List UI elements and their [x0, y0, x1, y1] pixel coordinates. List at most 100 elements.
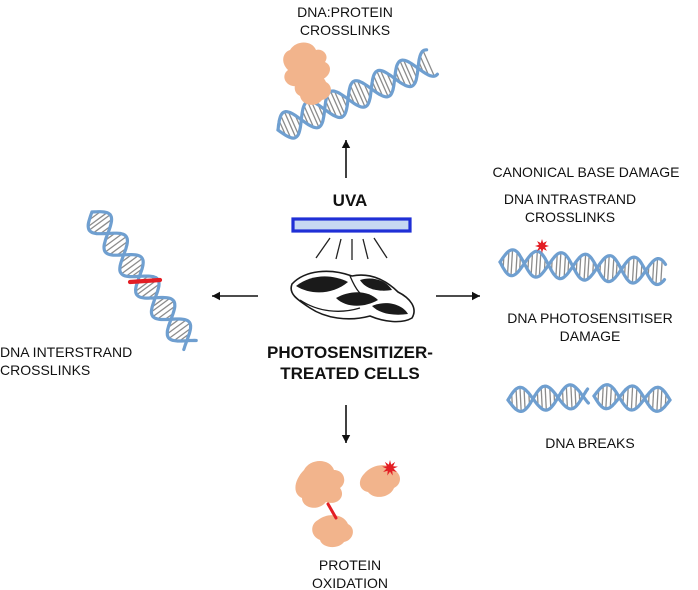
- arrow-up: [341, 140, 351, 178]
- dna-base-pair: [605, 384, 608, 409]
- dna-base-pair: [660, 388, 663, 411]
- dna-base-pair: [570, 384, 573, 409]
- photosensitiser-damage-label: DNA PHOTOSENSITISER DAMAGE: [495, 309, 685, 345]
- protein-oxidation-label-line1: PROTEIN: [318, 557, 382, 573]
- arrow-left: [212, 291, 258, 301]
- dna-base-pair: [601, 385, 604, 408]
- dna-base-pair: [125, 263, 144, 277]
- dna-base-pair: [109, 241, 128, 256]
- dna-base-pair: [103, 233, 123, 248]
- dna-strand: [276, 58, 439, 140]
- protein-oxidation-label: PROTEIN OXIDATION: [300, 556, 400, 590]
- dna-strand: [592, 384, 672, 413]
- base-damage-marker: [535, 239, 549, 253]
- dna-base-pair: [635, 387, 638, 409]
- dna-base-pair: [280, 115, 292, 138]
- dna-base-pair: [535, 251, 538, 278]
- dna-base-pair: [609, 386, 613, 408]
- dna-base-pair: [519, 387, 522, 412]
- dna-strand: [506, 383, 590, 412]
- cell-nucleus: [372, 303, 408, 315]
- shape-layer: [127, 42, 549, 548]
- cell-nucleus: [336, 292, 378, 306]
- interstrand-label-line2: CROSSLINKS: [0, 362, 91, 378]
- uva-ray: [335, 238, 342, 260]
- cell-membrane: [349, 275, 373, 301]
- dna-protein-label-line1: DNA:PROTEIN: [297, 4, 393, 20]
- dna-base-pair: [151, 297, 171, 313]
- dna-strand: [506, 384, 590, 413]
- uva-ray: [373, 237, 388, 259]
- dna-base-pair: [506, 251, 510, 274]
- protein-shape: [312, 515, 353, 548]
- photosensitiser-label-line1: DNA PHOTOSENSITISER: [507, 310, 673, 326]
- intrastrand-label-line1: DNA INTRASTRAND: [503, 191, 637, 207]
- dna-breaks-label: DNA BREAKS: [545, 435, 635, 451]
- dna-base-pair: [353, 80, 366, 108]
- dna-helix-break-right: [592, 383, 672, 413]
- dna-base-pair: [104, 236, 127, 253]
- dna-base-pair: [611, 257, 615, 281]
- dna-base-pair: [549, 387, 552, 408]
- dna-layer: [86, 48, 672, 413]
- dna-strand: [592, 383, 672, 412]
- cell-membrane: [299, 299, 361, 312]
- cell-nucleus: [360, 278, 392, 291]
- dna-base-pair: [399, 60, 412, 87]
- protein-shape: [295, 461, 345, 508]
- oxidation-marker: [382, 460, 398, 476]
- dna-strand: [498, 248, 668, 285]
- dna-base-pair: [515, 252, 518, 274]
- dna-base-pair: [606, 255, 610, 282]
- dna-base-pair: [356, 80, 369, 105]
- dna-protein-label-line2: CROSSLINKS: [299, 22, 391, 38]
- dna-base-pair: [93, 219, 112, 234]
- dna-base-pair: [283, 111, 297, 138]
- dna-base-pair: [627, 259, 630, 281]
- dna-base-pair: [402, 59, 415, 85]
- center-label-line1: PHOTOSENSITIZER-: [267, 343, 433, 362]
- dna-base-pair: [373, 75, 384, 97]
- dna-base-pair: [306, 101, 320, 128]
- dna-base-pair: [656, 387, 659, 412]
- photosensitiser-label-line2: DAMAGE: [559, 328, 621, 344]
- dna-base-pair: [376, 70, 389, 97]
- cell-nucleus: [296, 276, 348, 293]
- dna-base-pair: [330, 91, 343, 118]
- dna-strand: [498, 249, 667, 287]
- dna-strand: [276, 48, 429, 132]
- interstrand-label-line1: DNA INTERSTRAND: [0, 344, 133, 360]
- dna-protein-label: DNA:PROTEIN CROSSLINKS: [255, 3, 435, 39]
- dna-base-pair: [578, 256, 582, 278]
- dna-base-pair: [121, 257, 143, 275]
- dna-base-pair: [173, 327, 191, 342]
- dna-base-pair: [603, 257, 607, 280]
- dna-base-pair: [538, 252, 542, 277]
- uva-label: UVA: [332, 191, 368, 210]
- dna-base-pair: [555, 254, 558, 277]
- protein-shape: [294, 73, 331, 105]
- dna-base-pair: [574, 386, 577, 407]
- dna-base-pair: [333, 90, 346, 115]
- dna-base-pair: [565, 386, 569, 408]
- dna-base-pair: [168, 322, 191, 339]
- dna-base-pair: [540, 387, 543, 410]
- dna-helix-top: [276, 48, 439, 140]
- dna-base-pair: [523, 388, 526, 410]
- dna-base-pair: [630, 385, 634, 411]
- uva-ray: [315, 237, 331, 259]
- protein-oxidation-label-line2: OXIDATION: [312, 575, 388, 590]
- arrow-down: [341, 405, 351, 443]
- arrow-head: [212, 291, 220, 301]
- dna-base-pair: [396, 65, 407, 86]
- dna-base-pair: [544, 386, 547, 411]
- dna-base-pair: [326, 95, 338, 118]
- dna-base-pair: [651, 260, 655, 283]
- arrow-head: [341, 435, 351, 443]
- dna-base-pair: [587, 255, 590, 280]
- intrastrand-label-line2: CROSSLINKS: [524, 209, 616, 225]
- dna-base-pair: [651, 388, 655, 410]
- arrow-head: [341, 140, 351, 148]
